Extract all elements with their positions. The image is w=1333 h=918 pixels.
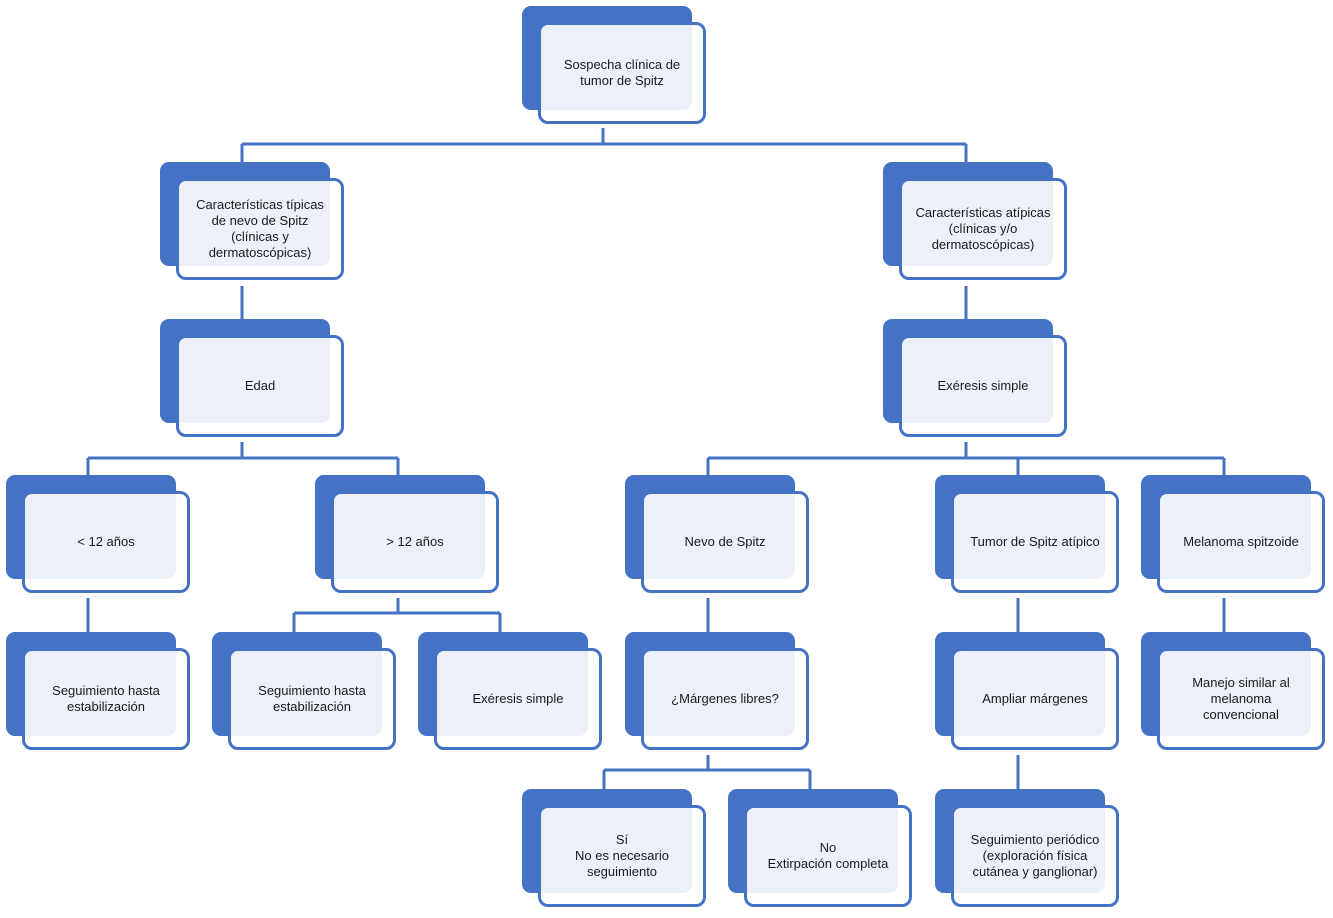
node-label: Nevo de Spitz [684,534,766,549]
node-seguimiento-under-12: Seguimiento hasta estabilización [6,632,190,750]
node-no: No Extirpación completa [728,789,912,907]
node-label: Ampliar márgenes [982,691,1088,706]
node-manejo-melanoma: Manejo similar al melanoma convencional [1141,632,1325,750]
node-label: Tumor de Spitz atípico [970,534,1100,549]
node-under-12: < 12 años [6,475,190,593]
node-label: Exéresis simple [472,691,564,706]
node-label: Características típicas de nevo de Spitz… [196,197,324,260]
node-melanoma-spitzoide: Melanoma spitzoide [1141,475,1325,593]
node-ampliar-margenes: Ampliar márgenes [935,632,1119,750]
node-label: Sospecha clínica de tumor de Spitz [563,57,681,88]
node-seguimiento-periodico: Seguimiento periódico (exploración físic… [935,789,1119,907]
node-seguimiento-over-12: Seguimiento hasta estabilización [212,632,396,750]
node-si: Sí No es necesario seguimiento [522,789,706,907]
node-label: No Extirpación completa [767,840,889,871]
node-label: Seguimiento hasta estabilización [52,683,160,714]
node-label: Sí No es necesario seguimiento [575,832,669,879]
node-exeresis-simple-main: Exéresis simple [883,319,1067,437]
node-label: Seguimiento periódico (exploración físic… [970,832,1100,879]
node-label: Manejo similar al melanoma convencional [1192,675,1290,722]
node-tumor-atipico: Tumor de Spitz atípico [935,475,1119,593]
node-label: Edad [244,378,276,393]
node-exeresis-simple-over-12: Exéresis simple [418,632,602,750]
node-label: Características atípicas (clínicas y/o d… [915,205,1051,252]
node-atypical-features: Características atípicas (clínicas y/o d… [883,162,1067,280]
node-label: Melanoma spitzoide [1183,534,1299,549]
node-label: Exéresis simple [937,378,1029,393]
node-label: ¿Márgenes libres? [671,691,779,706]
node-typical-features: Características típicas de nevo de Spitz… [160,162,344,280]
node-root: Sospecha clínica de tumor de Spitz [522,6,706,124]
node-over-12: > 12 años [315,475,499,593]
node-label: < 12 años [77,534,135,549]
node-label: > 12 años [386,534,444,549]
node-nevo-spitz: Nevo de Spitz [625,475,809,593]
node-label: Seguimiento hasta estabilización [258,683,366,714]
node-edad: Edad [160,319,344,437]
node-margenes-libres: ¿Márgenes libres? [625,632,809,750]
